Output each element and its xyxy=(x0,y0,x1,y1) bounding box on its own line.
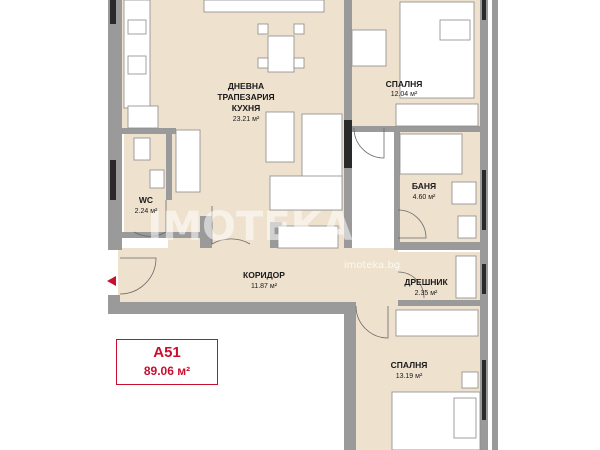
unit-badge: A51 89.06 м² xyxy=(116,339,218,385)
door-closet xyxy=(397,271,425,299)
bedroom2-area: 13.19 м² xyxy=(396,373,423,380)
watermark: IMOTEKA imoteka.bg xyxy=(147,204,400,271)
wall-corridor-right-inner xyxy=(344,302,356,450)
wc-area: 2.24 м² xyxy=(135,208,158,215)
unit-code: A51 xyxy=(153,344,181,361)
balcony-door xyxy=(203,0,325,13)
window-right-2 xyxy=(482,170,486,230)
living-area: 23.21 м² xyxy=(233,116,260,123)
wall-right-far xyxy=(492,0,498,450)
wall-wc-right xyxy=(166,128,172,200)
coffee-table xyxy=(265,111,295,163)
wall-bath-left xyxy=(394,132,400,244)
floor-corridor xyxy=(118,248,398,302)
wc-toilet xyxy=(133,137,151,161)
chair-4 xyxy=(293,57,305,69)
watermark-site: imoteka.bg xyxy=(344,260,400,271)
chair-2 xyxy=(293,23,305,35)
door-bedroom2 xyxy=(355,305,389,339)
bedroom2-label: СПАЛНЯ xyxy=(391,360,428,370)
kitchen-stove xyxy=(127,55,147,75)
corridor-label: КОРИДОР xyxy=(243,270,285,280)
bed-1 xyxy=(399,1,475,99)
wall-dark-living xyxy=(344,120,352,168)
window-left-2 xyxy=(110,160,116,200)
wall-bedroom1-bottom xyxy=(352,126,488,132)
wardrobe-1 xyxy=(395,103,479,127)
sofa-seat xyxy=(269,175,343,211)
unit-area: 89.06 м² xyxy=(143,364,191,378)
bed-2-pillows xyxy=(453,397,477,439)
chair-1 xyxy=(257,23,269,35)
tv-unit xyxy=(175,129,201,193)
wardrobe-2 xyxy=(395,309,479,337)
dining-table xyxy=(267,35,295,73)
wall-wc-bottom xyxy=(122,232,212,238)
bed-1-pillows xyxy=(439,19,471,41)
floor-living xyxy=(122,0,346,130)
bathroom-area: 4.60 м² xyxy=(413,194,436,201)
wall-left-lower xyxy=(108,295,120,305)
kitchen-counter xyxy=(123,0,151,109)
wall-closet-bottom xyxy=(398,300,486,306)
door-wc xyxy=(133,200,167,237)
wall-living-right xyxy=(344,0,352,120)
doors xyxy=(119,127,427,339)
window-left-1 xyxy=(110,0,116,24)
room-labels: ДНЕВНА ТРАПЕЗАРИЯ КУХНЯ 23.21 м² СПАЛНЯ … xyxy=(135,79,449,380)
wall-left-upper xyxy=(108,0,122,250)
wall-bottom-corridor xyxy=(108,302,356,314)
wc-label: WC xyxy=(139,195,153,205)
entrance-arrow-icon xyxy=(107,276,116,286)
wall-living-right-lower xyxy=(344,168,352,248)
window-right-4 xyxy=(482,360,486,420)
kitchen-sink xyxy=(127,19,147,35)
living-label-line1: ДНЕВНА xyxy=(228,81,264,91)
shower xyxy=(399,133,463,175)
bath-sink xyxy=(451,181,477,205)
nightstand xyxy=(461,371,479,389)
closet-label: ДРЕШНИК xyxy=(404,277,448,287)
door-entrance xyxy=(119,257,157,295)
wc-sink xyxy=(149,169,165,189)
wall-stub-left xyxy=(200,216,212,248)
closet-shelf xyxy=(455,255,477,299)
living-label-line3: КУХНЯ xyxy=(232,103,261,113)
living-label-line2: ТРАПЕЗАРИЯ xyxy=(217,92,274,102)
door-bath xyxy=(397,209,427,239)
door-bedroom1 xyxy=(353,127,385,159)
window-right-1 xyxy=(482,0,486,20)
desk-1 xyxy=(351,29,387,67)
kitchen-fridge xyxy=(127,105,159,129)
wall-wc-top xyxy=(122,128,176,134)
door-living xyxy=(211,206,251,245)
corridor-area: 11.87 м² xyxy=(251,283,278,290)
bath-toilet xyxy=(457,215,477,239)
bathroom-label: БАНЯ xyxy=(412,181,436,191)
window-right-3 xyxy=(482,264,486,294)
closet-area: 2.35 м² xyxy=(415,290,438,297)
windows xyxy=(110,0,486,420)
bedroom1-area: 12.04 м² xyxy=(391,91,418,98)
bedroom1-label: СПАЛНЯ xyxy=(386,79,423,89)
wall-bath-bottom xyxy=(394,242,486,250)
wardrobe-living xyxy=(277,225,339,249)
furniture xyxy=(123,0,481,450)
chair-3 xyxy=(257,57,269,69)
watermark-brand: IMOTEKA xyxy=(147,204,352,250)
